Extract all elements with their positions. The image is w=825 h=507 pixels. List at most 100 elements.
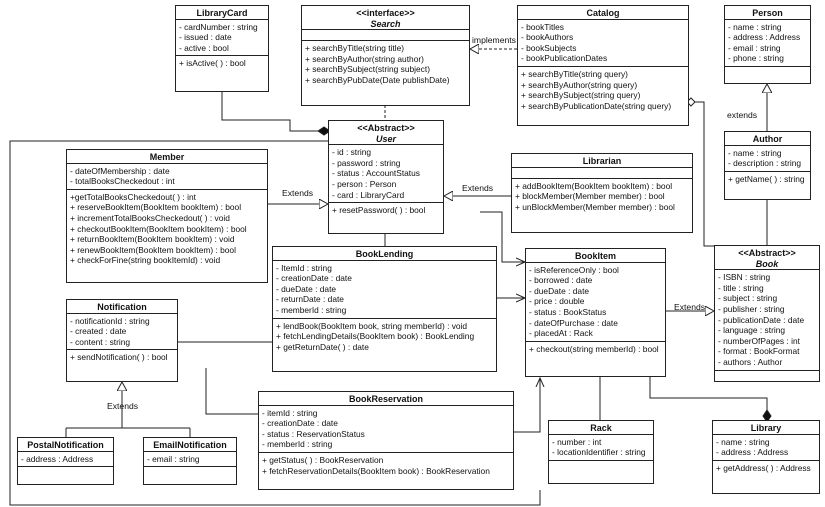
class-attributes: - ItemId : string- creationDate : date- … bbox=[273, 261, 496, 319]
attribute-line: - active : bool bbox=[179, 42, 229, 53]
attribute-line: - address : Address bbox=[716, 447, 789, 458]
label-extends-member: Extends bbox=[282, 188, 314, 198]
attribute-line: - placedAt : Rack bbox=[529, 328, 593, 339]
method-line: + getReturnDate( ) : date bbox=[276, 341, 369, 352]
attribute-line: - bookAuthors bbox=[521, 32, 574, 43]
class-booklending: BookLending- ItemId : string- creationDa… bbox=[272, 246, 497, 372]
class-methods bbox=[18, 467, 113, 477]
method-line: + reserveBookItem(BookItem bookItem) : b… bbox=[70, 202, 242, 213]
attribute-line: - subject : string bbox=[718, 293, 778, 304]
method-line: + checkForFine(string bookItemId) : void bbox=[70, 255, 221, 266]
class-name: Search bbox=[370, 18, 401, 29]
attribute-line: - bookPublicationDates bbox=[521, 53, 608, 64]
attribute-line: - card : LibraryCard bbox=[332, 189, 405, 200]
class-attributes: - ISBN : string- title : string- subject… bbox=[715, 270, 819, 371]
attribute-line: - description : string bbox=[728, 158, 802, 169]
class-name: Catalog bbox=[586, 8, 620, 18]
class-attributes bbox=[512, 168, 692, 179]
class-name: Librarian bbox=[582, 156, 622, 166]
attribute-line: - title : string bbox=[718, 282, 764, 293]
attribute-line: - status : AccountStatus bbox=[332, 168, 420, 179]
class-search: <<interface>>Search + searchByTitle(strin… bbox=[301, 5, 470, 106]
class-header: Rack bbox=[549, 421, 653, 435]
method-line: + searchByAuthor(string author) bbox=[305, 53, 424, 64]
attribute-line: - number : int bbox=[552, 436, 602, 447]
class-stereotype: <<interface>> bbox=[356, 8, 415, 18]
edge-bookitem-library bbox=[649, 377, 768, 413]
class-attributes: - dateOfMembership : date- totalBooksChe… bbox=[67, 164, 267, 190]
class-name: Notification bbox=[97, 302, 147, 312]
class-name: PostalNotification bbox=[27, 440, 104, 450]
attribute-line: - itemId : string bbox=[262, 407, 318, 418]
class-notification: Notification- notificationId : string- c… bbox=[66, 299, 178, 382]
class-header: Librarian bbox=[512, 154, 692, 168]
label-extends-person: extends bbox=[727, 110, 758, 120]
class-stereotype: <<Abstract>> bbox=[738, 248, 796, 258]
class-header: Catalog bbox=[518, 6, 688, 20]
class-methods: + checkout(string memberId) : bool bbox=[526, 342, 665, 357]
attribute-line: - isReferenceOnly : bool bbox=[529, 264, 619, 275]
class-attributes: - address : Address bbox=[18, 452, 113, 468]
class-header: BookReservation bbox=[259, 392, 513, 406]
attribute-line: - dueDate : date bbox=[276, 283, 337, 294]
attribute-line: - language : string bbox=[718, 325, 786, 336]
class-methods: + searchByTitle(string query)+ searchByA… bbox=[518, 67, 688, 113]
class-methods: + lendBook(BookItem book, string memberI… bbox=[273, 319, 496, 355]
method-line: + searchByAuthor(string query) bbox=[521, 79, 638, 90]
method-line: + searchByPublicationDate(string query) bbox=[521, 100, 672, 111]
class-header: BookItem bbox=[526, 249, 665, 263]
method-line: + renewBookItem(BookItem bookItem) : boo… bbox=[70, 244, 236, 255]
attribute-line: - phone : string bbox=[728, 53, 784, 64]
attribute-line: - name : string bbox=[728, 147, 782, 158]
method-line: + searchByTitle(string query) bbox=[521, 68, 628, 79]
class-header: Author bbox=[725, 132, 810, 146]
attribute-line: - issued : date bbox=[179, 32, 232, 43]
method-line: + addBookItem(BookItem bookItem) : bool bbox=[515, 180, 673, 191]
method-line: + fetchReservationDetails(BookItem book)… bbox=[262, 465, 490, 476]
class-name: BookReservation bbox=[348, 394, 424, 404]
attribute-line: - address : Address bbox=[728, 32, 801, 43]
class-bookreservation: BookReservation- itemId : string- creati… bbox=[258, 391, 514, 490]
method-line: + searchBySubject(string subject) bbox=[305, 64, 430, 75]
class-header: PostalNotification bbox=[18, 438, 113, 452]
attribute-line: - status : BookStatus bbox=[529, 306, 607, 317]
class-methods: + sendNotification( ) : bool bbox=[67, 350, 177, 365]
class-name: Rack bbox=[590, 423, 612, 433]
method-line: + resetPassword( ) : bool bbox=[332, 205, 426, 216]
method-line: + sendNotification( ) : bool bbox=[70, 352, 168, 363]
attribute-line: - borrowed : date bbox=[529, 275, 593, 286]
class-emailnotification: EmailNotification- email : string bbox=[143, 437, 237, 485]
class-book: <<Abstract>>Book- ISBN : string- title :… bbox=[714, 245, 820, 382]
class-bookitem: BookItem - isReferenceOnly : bool- borrow… bbox=[525, 248, 666, 377]
attribute-line: - returnDate : date bbox=[276, 294, 344, 305]
attribute-line: - locationIdentifier : string bbox=[552, 447, 646, 458]
class-attributes bbox=[302, 30, 469, 42]
class-methods: + searchByTitle(string title)+ searchByA… bbox=[302, 41, 469, 87]
attribute-line: - creationDate : date bbox=[276, 273, 352, 284]
class-attributes: - id : string- password : string- status… bbox=[329, 145, 443, 204]
class-methods bbox=[549, 461, 653, 471]
class-name: User bbox=[375, 133, 396, 144]
class-member: Member - dateOfMembership : date- totalBo… bbox=[66, 149, 268, 283]
attribute-line: - bookSubjects bbox=[521, 42, 577, 53]
class-name: Member bbox=[149, 152, 185, 162]
method-line: + checkoutBookItem(BookItem bookItem) : … bbox=[70, 223, 247, 234]
attribute-line: - price : double bbox=[529, 296, 585, 307]
attribute-line: - status : ReservationStatus bbox=[262, 428, 365, 439]
class-header: Notification bbox=[67, 300, 177, 314]
edge-notification-bookreservation bbox=[205, 368, 262, 415]
attribute-line: - format : BookFormat bbox=[718, 346, 800, 357]
label-extends-notification: Extends bbox=[107, 401, 139, 411]
attribute-line: - ISBN : string bbox=[718, 272, 771, 283]
class-name: BookItem bbox=[574, 251, 616, 261]
class-header: LibraryCard bbox=[176, 6, 268, 20]
attribute-line: - email : string bbox=[147, 453, 200, 464]
class-header: Member bbox=[67, 150, 267, 164]
attribute-line: - password : string bbox=[332, 157, 401, 168]
class-name: Book bbox=[755, 258, 779, 269]
method-line: + getAddress( ) : Address bbox=[716, 462, 811, 473]
class-attributes: - cardNumber : string- issued : date- ac… bbox=[176, 20, 268, 57]
class-header: <<interface>>Search bbox=[302, 6, 469, 31]
attribute-line: - name : string bbox=[728, 21, 782, 32]
